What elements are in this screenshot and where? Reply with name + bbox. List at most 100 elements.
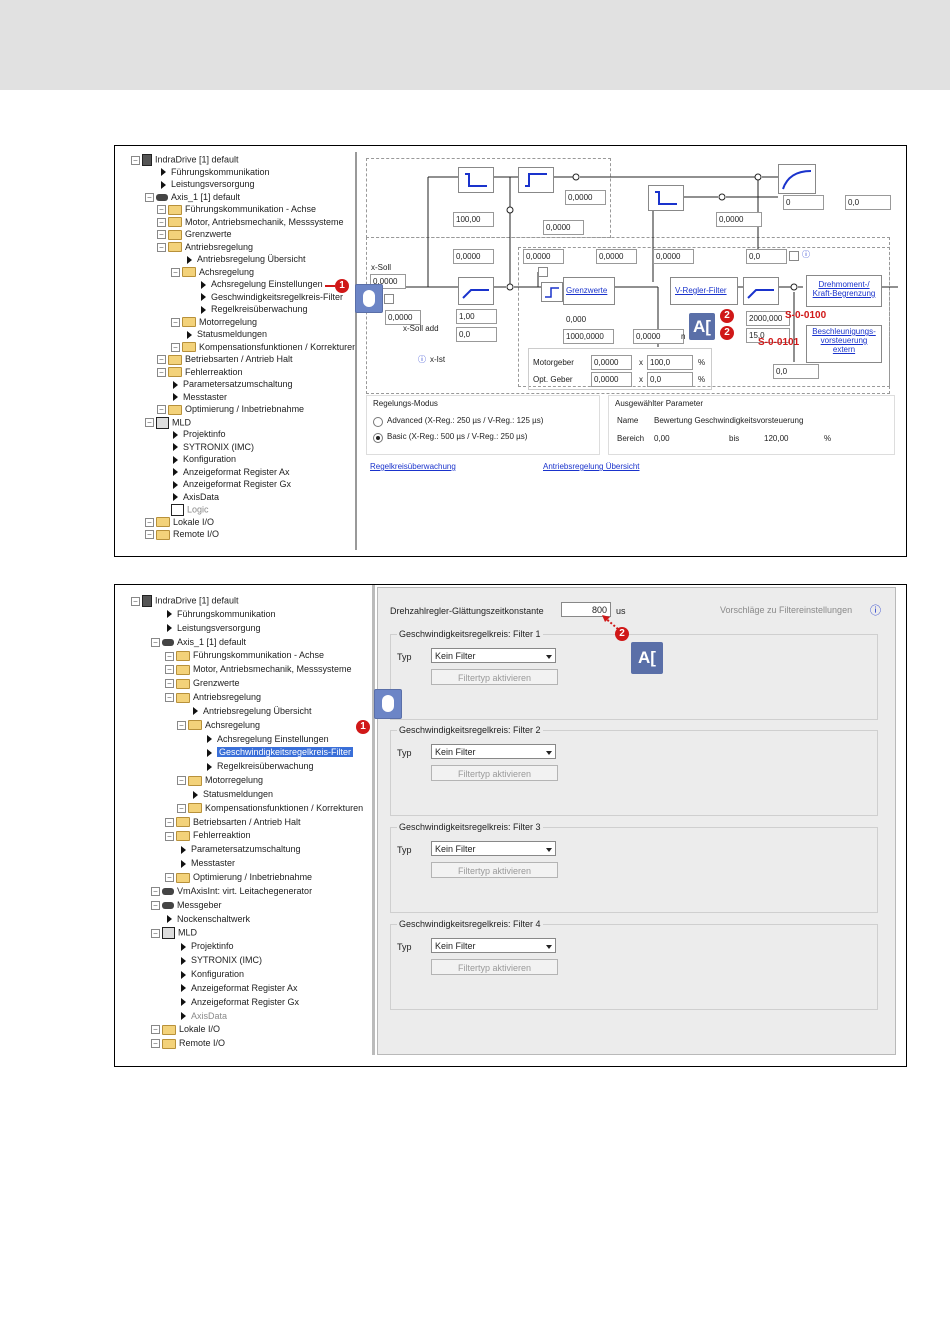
tree-item[interactable]: Geschwindigkeitsregelkreis-Filter (191, 747, 354, 758)
tree-item[interactable]: –VmAxisInt: virt. Leitachegenerator (151, 886, 312, 897)
tree-item[interactable]: –Fehlerreaktion (165, 830, 251, 842)
expand-toggle-icon[interactable]: – (157, 205, 166, 215)
filter-suggestions-link[interactable]: Vorschläge zu Filtereinstellungen (720, 605, 853, 615)
value-field-15[interactable]: 15,0 (746, 328, 790, 343)
tree-item[interactable]: –Remote I/O (151, 1038, 225, 1049)
activate-filter-button[interactable]: Filtertyp aktivieren (431, 669, 558, 685)
tree-item[interactable]: Messtaster (157, 392, 227, 403)
regelkreisueberwachung-link[interactable]: Regelkreisüberwachung (370, 462, 456, 471)
tree-item[interactable]: –Optimierung / Inbetriebnahme (165, 872, 312, 883)
expand-toggle-icon[interactable]: – (151, 900, 160, 910)
expand-toggle-icon[interactable]: – (151, 928, 160, 938)
motorgeber-field[interactable]: 0,0000 (591, 355, 632, 370)
glaettungszeitkonstante-input[interactable]: 800 (561, 602, 611, 617)
tree-item[interactable]: Projektinfo (157, 429, 226, 440)
value-field[interactable]: 0,0 (845, 195, 891, 210)
expand-toggle-icon[interactable]: – (171, 267, 180, 277)
tree-item[interactable]: Regelkreisüberwachung (191, 761, 314, 772)
expand-toggle-icon[interactable]: – (151, 1039, 160, 1049)
tree-item[interactable]: Projektinfo (165, 941, 234, 952)
antriebsregelung-uebersicht-link[interactable]: Antriebsregelung Übersicht (543, 462, 640, 471)
expand-toggle-icon[interactable]: – (157, 230, 166, 240)
expand-toggle-icon[interactable]: – (157, 355, 166, 365)
tree-item[interactable]: Konfiguration (165, 969, 244, 980)
expand-toggle-icon[interactable]: – (177, 803, 186, 813)
value-field[interactable]: 0,0000 (633, 329, 684, 344)
expand-toggle-icon[interactable]: – (151, 637, 160, 647)
info-icon[interactable]: ⓘ (870, 605, 881, 617)
radio-advanced[interactable] (373, 417, 383, 427)
splitter[interactable] (372, 585, 375, 1055)
value-field[interactable]: 1,00 (456, 309, 497, 324)
tree-item[interactable]: Parametersatzumschaltung (165, 844, 301, 855)
tree-item[interactable]: Nockenschaltwerk (151, 914, 250, 925)
v-regler-filter-link[interactable]: V-Regler-Filter (675, 286, 727, 295)
expand-toggle-icon[interactable]: – (165, 817, 174, 827)
expand-toggle-icon[interactable]: – (145, 192, 154, 202)
tree-item[interactable]: SYTRONIX (IMC) (165, 955, 262, 966)
optgeber-field[interactable]: 0,0000 (591, 372, 632, 387)
tree-item[interactable]: –Kompensationsfunktionen / Korrekturen (171, 342, 357, 353)
expand-toggle-icon[interactable]: – (165, 873, 174, 883)
tree-item[interactable]: –Motorregelung (177, 775, 263, 786)
tree-item[interactable]: –Motor, Antriebsmechanik, Messsysteme (165, 664, 352, 675)
tree-item[interactable]: –Antriebsregelung (165, 692, 261, 703)
expand-toggle-icon[interactable]: – (165, 665, 174, 675)
filter-type-select[interactable]: Kein Filter (431, 648, 556, 663)
tree-item[interactable]: –Lokale I/O (151, 1024, 220, 1035)
grenzwerte-link[interactable]: Grenzwerte (566, 286, 608, 295)
tree-item[interactable]: –Messgeber (151, 900, 222, 911)
value-field[interactable]: 0,0000 (523, 249, 564, 264)
expand-toggle-icon[interactable]: – (151, 886, 160, 896)
tree-item[interactable]: AxisData (157, 492, 219, 503)
expand-toggle-icon[interactable]: – (177, 776, 186, 786)
tree-item[interactable]: SYTRONIX (IMC) (157, 442, 254, 453)
expand-toggle-icon[interactable]: – (145, 418, 154, 427)
tree-item[interactable]: –Führungskommunikation - Achse (157, 204, 316, 215)
tree-item[interactable]: Statusmeldungen (177, 789, 273, 800)
tree-item[interactable]: Anzeigeformat Register Gx (165, 997, 299, 1008)
tree-item[interactable]: –Achsregelung (177, 720, 260, 731)
tree-item[interactable]: –Lokale I/O (145, 517, 214, 528)
motorgeber-percent-field[interactable]: 100,0 (647, 355, 693, 370)
expand-toggle-icon[interactable]: – (177, 720, 186, 730)
tree-item[interactable]: Führungskommunikation (151, 609, 276, 620)
tree-item[interactable]: Achsregelung Einstellungen (185, 279, 323, 290)
tree-item[interactable]: –MLD (151, 927, 197, 940)
expand-toggle-icon[interactable]: – (145, 517, 154, 527)
expand-toggle-icon[interactable]: – (157, 217, 166, 227)
value-field[interactable]: 0,0 (773, 364, 819, 379)
checkbox[interactable] (789, 251, 799, 261)
tree-item[interactable]: –Fehlerreaktion (157, 367, 243, 378)
tree-item[interactable]: –Kompensationsfunktionen / Korrekturen (177, 803, 363, 814)
tree-item[interactable]: –Führungskommunikation - Achse (165, 650, 324, 662)
tree-item[interactable]: Achsregelung Einstellungen (191, 734, 329, 745)
tree-item[interactable]: Geschwindigkeitsregelkreis-Filter (185, 292, 343, 303)
expand-toggle-icon[interactable]: – (157, 242, 166, 252)
expand-toggle-icon[interactable]: – (165, 679, 174, 689)
expand-toggle-icon[interactable]: – (131, 596, 140, 606)
tree-item[interactable]: –Achsregelung (171, 267, 254, 278)
checkbox[interactable] (538, 267, 548, 277)
beschleunigung-link[interactable]: Beschleunigungs- vorsteuerung extern (812, 327, 876, 354)
tree-item[interactable]: Antriebsregelung Übersicht (177, 706, 312, 717)
checkbox[interactable] (384, 294, 394, 304)
expand-toggle-icon[interactable]: – (171, 342, 180, 352)
value-field[interactable]: 1000,0000 (563, 329, 614, 344)
tree-item[interactable]: –Axis_1 [1] default (151, 637, 246, 648)
tree-item[interactable]: Führungskommunikation (145, 167, 270, 178)
tree-item[interactable]: –IndraDrive [1] default (131, 595, 239, 607)
value-field[interactable]: 0,0000 (596, 249, 637, 264)
tree-item[interactable]: –Axis_1 [1] default (145, 192, 240, 203)
tree-item[interactable]: –Motorregelung (171, 317, 257, 328)
tree-item[interactable]: Anzeigeformat Register Ax (157, 467, 290, 478)
filter-type-select[interactable]: Kein Filter (431, 841, 556, 856)
expand-toggle-icon[interactable]: – (165, 831, 174, 841)
expand-toggle-icon[interactable]: – (157, 367, 166, 377)
tree-item[interactable]: –Optimierung / Inbetriebnahme (157, 404, 304, 415)
value-field[interactable]: 0,0000 (653, 249, 694, 264)
value-field[interactable]: 0,0000 (543, 220, 584, 235)
expand-toggle-icon[interactable]: – (165, 693, 174, 703)
tree-item[interactable]: –Antriebsregelung (157, 242, 253, 253)
optgeber-percent-field[interactable]: 0,0 (647, 372, 693, 387)
